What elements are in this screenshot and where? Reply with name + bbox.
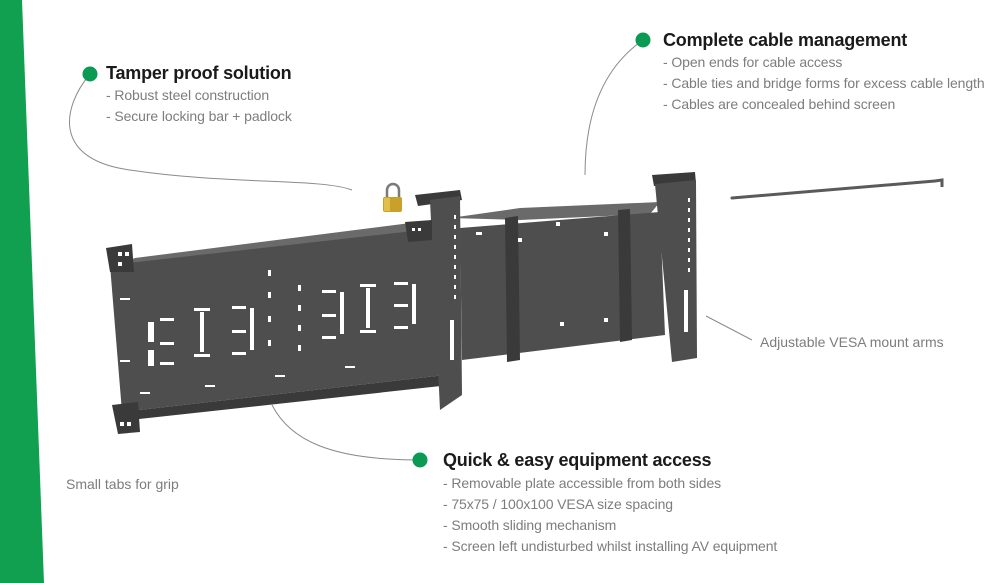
callout-title: Quick & easy equipment access [443,450,712,470]
callout-tamper-proof: Tamper proof solution - Robust steel con… [106,63,292,127]
callout-dot-cable [635,32,651,48]
padlock-icon [383,182,402,212]
label-vesa-arms: Adjustable VESA mount arms [760,334,944,350]
wall-mount-frame [450,202,665,362]
callout-bullet: - 75x75 / 100x100 VESA size spacing [443,496,673,512]
callout-title: Complete cable management [663,30,908,50]
leader-line-cable [584,39,644,176]
callout-title: Tamper proof solution [106,63,292,83]
equipment-tray [106,218,450,434]
brand-green-strip [0,0,44,583]
vent-slots [118,252,416,426]
callout-cable-management: Complete cable management - Open ends fo… [663,30,985,115]
locking-bar [730,178,944,200]
callout-equipment-access: Quick & easy equipment access - Removabl… [443,450,777,557]
callout-bullet: - Secure locking bar + padlock [106,108,292,124]
leader-line-vesa [705,315,753,341]
label-small-tabs: Small tabs for grip [66,476,179,492]
callout-bullet: - Cable ties and bridge forms for excess… [663,75,985,91]
leader-line-tamper [69,73,353,191]
callout-bullet: - Robust steel construction [106,87,270,103]
callout-bullet: - Screen left undisturbed whilst install… [443,538,778,554]
callout-bullet: - Removable plate accessible from both s… [443,475,722,491]
leader-line-access [271,404,421,461]
callout-dot-tamper [82,66,98,82]
right-upright-arm [652,172,697,362]
callout-bullet: - Cables are concealed behind screen [663,96,896,112]
callout-bullet: - Open ends for cable access [663,54,843,70]
callout-dot-access [412,452,428,468]
left-upright-arm [405,190,462,410]
callout-bullet: - Smooth sliding mechanism [443,517,617,533]
